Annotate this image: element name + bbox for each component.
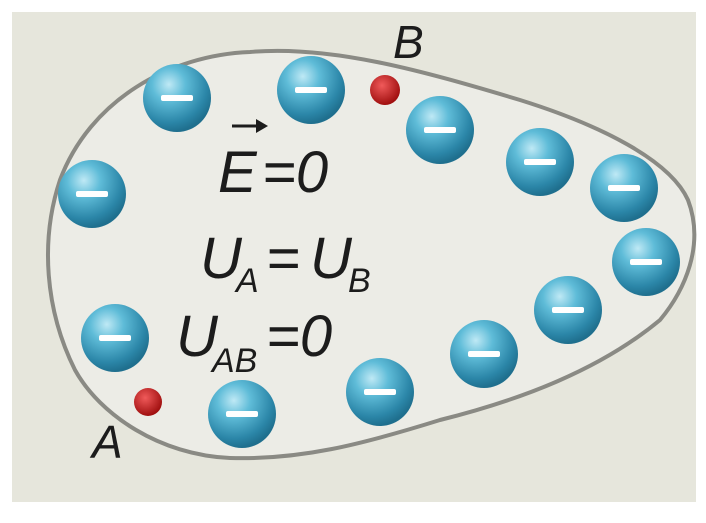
minus-sign-icon (364, 389, 396, 395)
minus-sign-icon (99, 335, 131, 341)
negative-charge (506, 128, 574, 196)
minus-sign-icon (295, 87, 327, 93)
voltage-equation: U AB =0 (176, 304, 332, 380)
voltage-value: =0 (266, 304, 332, 369)
minus-sign-icon (424, 127, 456, 133)
potential-rhs: U (310, 226, 353, 291)
minus-sign-icon (608, 185, 640, 191)
negative-charge (450, 320, 518, 388)
negative-charge (534, 276, 602, 344)
point-a-marker (134, 388, 162, 416)
negative-charge (406, 96, 474, 164)
potential-equals: = (266, 226, 300, 291)
negative-charge (612, 228, 680, 296)
vector-arrowhead (256, 119, 268, 133)
minus-sign-icon (630, 259, 662, 265)
minus-sign-icon (76, 191, 108, 197)
field-symbol: E (218, 140, 258, 205)
negative-charge (143, 64, 211, 132)
field-equation: E =0 (218, 119, 328, 205)
minus-sign-icon (524, 159, 556, 165)
negative-charge (208, 380, 276, 448)
potential-rhs-subscript: B (348, 262, 371, 300)
field-value: =0 (262, 140, 328, 205)
voltage-subscript: AB (210, 342, 257, 380)
minus-sign-icon (226, 411, 258, 417)
negative-charge (81, 304, 149, 372)
potential-lhs-subscript: A (234, 262, 259, 300)
minus-sign-icon (552, 307, 584, 313)
point-b-marker (370, 75, 400, 105)
potential-equation: U A = U B (200, 226, 371, 300)
negative-charge (346, 358, 414, 426)
negative-charge (277, 56, 345, 124)
potential-lhs: U (200, 226, 243, 291)
voltage-symbol: U (176, 304, 219, 369)
point-a-label: A (89, 416, 123, 468)
minus-sign-icon (161, 95, 193, 101)
negative-charge (58, 160, 126, 228)
point-b-label: B (393, 16, 424, 68)
minus-sign-icon (468, 351, 500, 357)
negative-charge (590, 154, 658, 222)
negative-charges (58, 56, 680, 448)
